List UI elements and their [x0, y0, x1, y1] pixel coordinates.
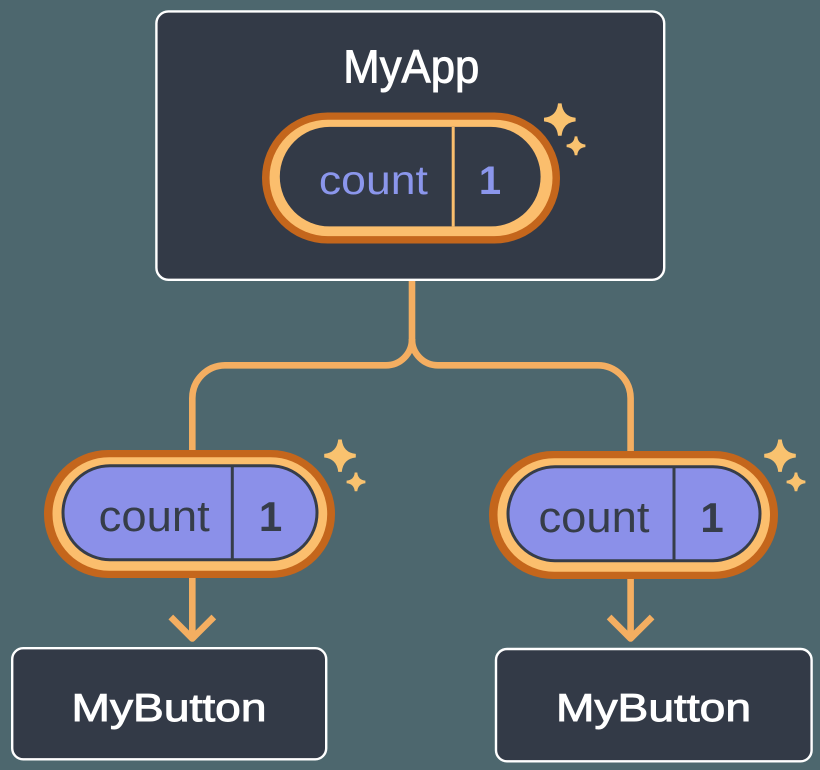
svg-text:1: 1 — [479, 159, 501, 203]
svg-text:MyApp: MyApp — [343, 40, 479, 92]
svg-text:1: 1 — [700, 494, 723, 541]
svg-text:count: count — [99, 492, 210, 541]
svg-text:count: count — [539, 493, 650, 542]
svg-text:1: 1 — [259, 493, 282, 540]
svg-text:MyButton: MyButton — [556, 687, 751, 730]
svg-text:count: count — [319, 157, 429, 203]
svg-text:MyButton: MyButton — [72, 687, 267, 730]
